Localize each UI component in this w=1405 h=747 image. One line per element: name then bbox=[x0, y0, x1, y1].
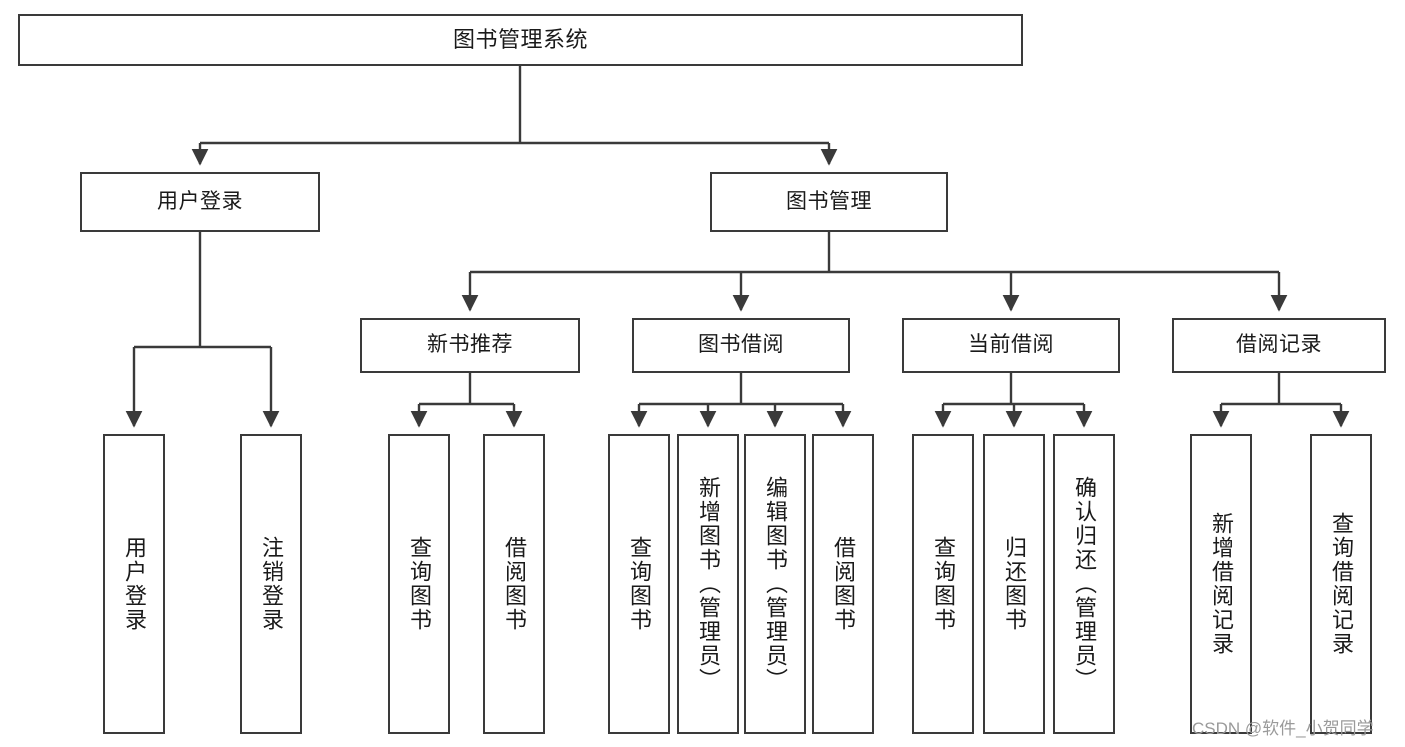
node-borrow-record[interactable]: 借阅记录 bbox=[1172, 318, 1386, 373]
node-leaf-user-login[interactable]: 用户登录 bbox=[103, 434, 165, 734]
node-new-book-rec-label: 新书推荐 bbox=[427, 333, 513, 357]
node-leaf-query-book-br-label: 查询图书 bbox=[627, 536, 652, 632]
node-leaf-add-record[interactable]: 新增借阅记录 bbox=[1190, 434, 1252, 734]
node-leaf-return-book-label: 归还图书 bbox=[1002, 536, 1027, 632]
node-leaf-edit-book[interactable]: 编辑图书（管理员） bbox=[744, 434, 806, 734]
node-leaf-borrow-book-rec-label: 借阅图书 bbox=[502, 536, 527, 632]
node-borrow-record-label: 借阅记录 bbox=[1236, 333, 1322, 357]
node-book-borrow-label: 图书借阅 bbox=[698, 333, 784, 357]
node-leaf-query-record-label: 查询借阅记录 bbox=[1329, 512, 1354, 656]
node-leaf-query-record[interactable]: 查询借阅记录 bbox=[1310, 434, 1372, 734]
node-book-manage-label: 图书管理 bbox=[786, 189, 872, 213]
node-leaf-query-book-br[interactable]: 查询图书 bbox=[608, 434, 670, 734]
node-leaf-logout-label: 注销登录 bbox=[259, 536, 284, 632]
node-book-manage[interactable]: 图书管理 bbox=[710, 172, 948, 232]
node-leaf-confirm-return-label: 确认归还（管理员） bbox=[1072, 476, 1097, 692]
node-leaf-borrow-book-br-label: 借阅图书 bbox=[831, 536, 856, 632]
node-leaf-return-book[interactable]: 归还图书 bbox=[983, 434, 1045, 734]
node-leaf-user-login-label: 用户登录 bbox=[122, 536, 147, 632]
node-leaf-query-book-rec[interactable]: 查询图书 bbox=[388, 434, 450, 734]
node-root[interactable]: 图书管理系统 bbox=[18, 14, 1023, 66]
node-user-login[interactable]: 用户登录 bbox=[80, 172, 320, 232]
node-new-book-rec[interactable]: 新书推荐 bbox=[360, 318, 580, 373]
node-leaf-add-record-label: 新增借阅记录 bbox=[1209, 512, 1234, 656]
node-leaf-borrow-book-rec[interactable]: 借阅图书 bbox=[483, 434, 545, 734]
node-leaf-add-book-label: 新增图书（管理员） bbox=[696, 476, 721, 692]
node-root-label: 图书管理系统 bbox=[452, 27, 588, 53]
node-leaf-logout[interactable]: 注销登录 bbox=[240, 434, 302, 734]
node-leaf-query-book-cb[interactable]: 查询图书 bbox=[912, 434, 974, 734]
node-leaf-query-book-rec-label: 查询图书 bbox=[407, 536, 432, 632]
node-leaf-confirm-return[interactable]: 确认归还（管理员） bbox=[1053, 434, 1115, 734]
node-current-borrow[interactable]: 当前借阅 bbox=[902, 318, 1120, 373]
node-leaf-query-book-cb-label: 查询图书 bbox=[931, 536, 956, 632]
csdn-watermark: CSDN @软件_小贺同学 bbox=[1192, 719, 1374, 738]
node-user-login-label: 用户登录 bbox=[157, 189, 243, 213]
node-leaf-add-book[interactable]: 新增图书（管理员） bbox=[677, 434, 739, 734]
node-leaf-edit-book-label: 编辑图书（管理员） bbox=[763, 476, 788, 692]
node-book-borrow[interactable]: 图书借阅 bbox=[632, 318, 850, 373]
node-leaf-borrow-book-br[interactable]: 借阅图书 bbox=[812, 434, 874, 734]
node-current-borrow-label: 当前借阅 bbox=[968, 333, 1054, 357]
